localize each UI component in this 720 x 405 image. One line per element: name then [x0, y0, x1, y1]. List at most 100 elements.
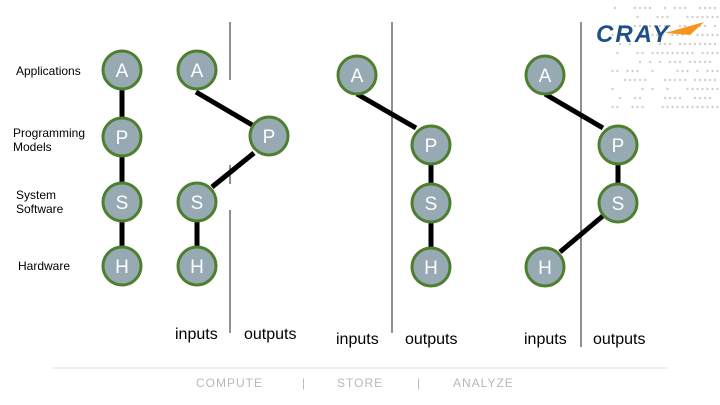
decoration-dot: [634, 97, 636, 99]
node-letter: S: [612, 194, 625, 215]
decoration-dot: [691, 88, 693, 90]
node-letter: H: [190, 257, 204, 278]
label-programming-line2: Models: [13, 140, 52, 154]
decoration-dot: [699, 97, 701, 99]
decoration-dot: [659, 61, 661, 63]
node-letter: P: [612, 136, 625, 157]
decoration-dot: [686, 88, 688, 90]
edge-col4-s-h: [560, 215, 604, 252]
decoration-dot: [616, 70, 618, 72]
decoration-dot: [699, 79, 701, 81]
decoration-dot: [691, 16, 693, 18]
node-letter: H: [424, 258, 438, 279]
node-letter: S: [116, 193, 129, 214]
decoration-dot: [706, 88, 708, 90]
decoration-dot: [676, 70, 678, 72]
decoration-dot: [669, 61, 671, 63]
decoration-dot: [709, 7, 711, 9]
decoration-dot: [666, 52, 668, 54]
decoration-dot: [649, 7, 651, 9]
decoration-dot: [639, 7, 641, 9]
decoration-dot: [716, 88, 718, 90]
logo-text: CRAY: [596, 21, 670, 48]
footer-compute: COMPUTE: [196, 376, 263, 390]
decoration-dot: [664, 79, 666, 81]
node-col4-hardware: H: [526, 248, 564, 286]
decoration-dot: [694, 43, 696, 45]
decoration-dot: [636, 52, 638, 54]
inputs-label-2: inputs: [336, 331, 379, 348]
node-letter: S: [191, 193, 204, 214]
decoration-dot: [634, 7, 636, 9]
decoration-dot: [714, 79, 716, 81]
decoration-dot: [684, 79, 686, 81]
decoration-dot: [681, 106, 683, 108]
node-col3-programming: P: [412, 126, 450, 164]
edge-col2-a-p: [196, 92, 254, 126]
decoration-dot: [706, 70, 708, 72]
footer-separator-2: |: [417, 376, 420, 390]
decoration-dot: [701, 16, 703, 18]
decoration-dot: [671, 106, 673, 108]
decoration-dot: [639, 61, 641, 63]
node-letter: P: [263, 127, 276, 148]
label-applications: Applications: [16, 64, 81, 78]
decoration-dot: [714, 7, 716, 9]
decoration-dot: [641, 106, 643, 108]
decoration-dot: [674, 97, 676, 99]
cray-logo: CRAY: [596, 21, 704, 48]
decoration-dot: [674, 61, 676, 63]
decoration-dot: [711, 34, 713, 36]
footer-analyze: ANALYZE: [453, 376, 514, 390]
decoration-dot: [639, 97, 641, 99]
node-letter: H: [115, 257, 129, 278]
decoration-dot: [639, 79, 641, 81]
decoration-dot: [631, 106, 633, 108]
label-hardware: Hardware: [18, 259, 70, 273]
decoration-dot: [711, 88, 713, 90]
node-col2-system: S: [178, 183, 216, 221]
decoration-dot: [696, 88, 698, 90]
decoration-dot: [641, 52, 643, 54]
decoration-dot: [694, 61, 696, 63]
decoration-dot: [686, 52, 688, 54]
logo-accent-icon: [665, 22, 704, 35]
node-letter: A: [351, 66, 364, 87]
decoration-dot: [694, 79, 696, 81]
decoration-dot: [636, 16, 638, 18]
decoration-dot: [696, 16, 698, 18]
node-col2-hardware: H: [178, 247, 216, 285]
decoration-dot: [664, 7, 666, 9]
node-col1-hardware: H: [103, 247, 141, 285]
node-letter: P: [425, 136, 438, 157]
label-programming-line1: Programming: [13, 126, 85, 140]
decoration-dot: [704, 7, 706, 9]
decoration-dot: [696, 106, 698, 108]
outputs-label-2: outputs: [405, 331, 457, 348]
decoration-dot: [709, 79, 711, 81]
decoration-dot: [649, 61, 651, 63]
decoration-dot: [701, 88, 703, 90]
decoration-dot: [706, 52, 708, 54]
decoration-dot: [714, 25, 716, 27]
decoration-dot: [661, 52, 663, 54]
node-col4-applications: A: [526, 56, 564, 94]
decoration-dot: [681, 70, 683, 72]
decoration-dot: [706, 34, 708, 36]
decoration-dot: [696, 34, 698, 36]
decoration-dot: [619, 97, 621, 99]
decoration-dot: [674, 7, 676, 9]
decoration-dot: [666, 88, 668, 90]
decoration-dot: [709, 61, 711, 63]
decoration-dot: [711, 16, 713, 18]
decoration-dot: [641, 88, 643, 90]
decoration-dot: [661, 106, 663, 108]
node-col2-applications: A: [178, 51, 216, 89]
footer-store: STORE: [337, 376, 383, 390]
decoration-dot: [631, 70, 633, 72]
decoration-dot: [686, 16, 688, 18]
decoration-dot: [686, 70, 688, 72]
decoration-dot: [616, 52, 618, 54]
decoration-dot: [701, 34, 703, 36]
